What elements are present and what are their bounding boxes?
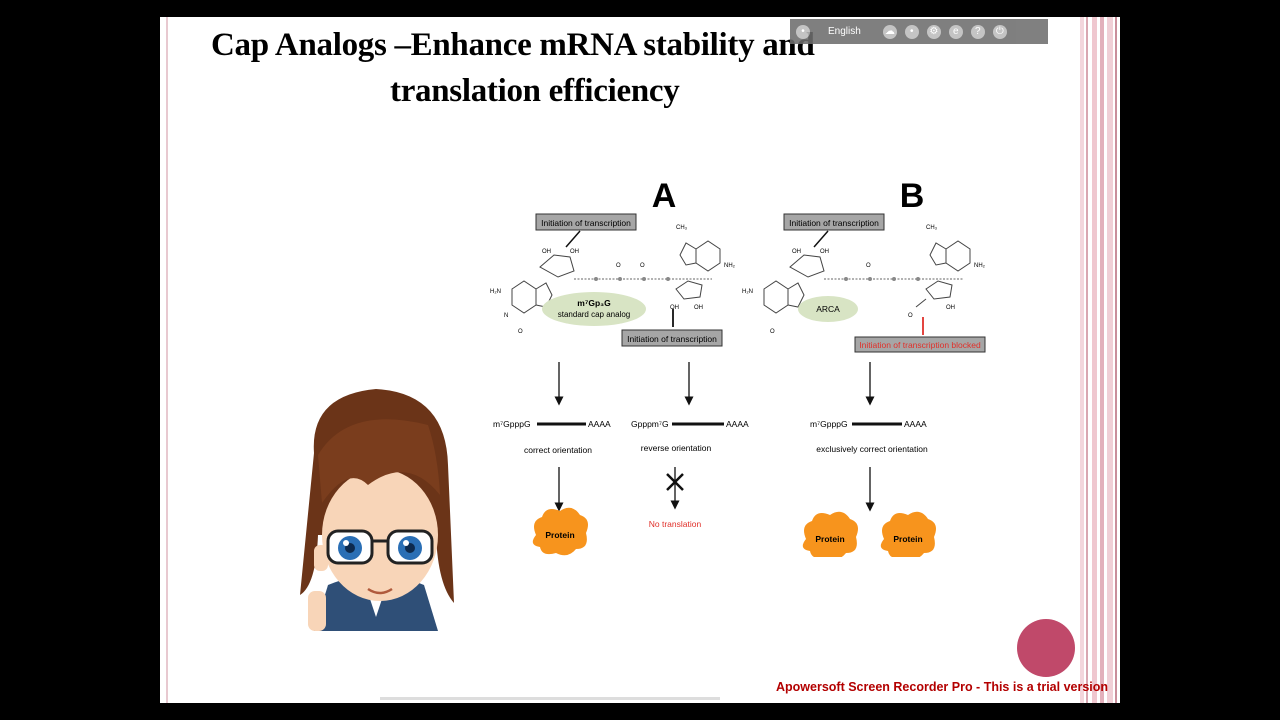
- panel-b-phosphate-o: O: [866, 263, 871, 269]
- panel-b-o-methyl-label: O: [908, 313, 913, 319]
- panel-a-analog-desc: standard cap analog: [558, 310, 631, 319]
- panel-b-tail: AAAA: [904, 419, 927, 429]
- panel-a-phosphate-o: O: [616, 263, 621, 269]
- svg-text:Initiation of transcription: Initiation of transcription: [627, 334, 717, 344]
- panel-b-letter: B: [900, 177, 925, 215]
- browser-icon[interactable]: e: [948, 24, 963, 39]
- panel-b-box-blocked: Initiation of transcription blocked: [854, 336, 986, 353]
- svg-text:Protein: Protein: [545, 530, 574, 540]
- slide-right-border: [1080, 17, 1120, 703]
- svg-text:Initiation of transcription: Initiation of transcription: [541, 218, 631, 228]
- panel-b-oh-left: OH: [792, 249, 801, 255]
- help-icon[interactable]: ?: [970, 24, 985, 39]
- cloud-icon[interactable]: ☁: [882, 24, 897, 39]
- panel-a-o-label: O: [518, 329, 523, 335]
- cartoon-presenter-avatar: [300, 389, 454, 631]
- panel-a-analog-ellipse: [542, 292, 646, 326]
- panel-a-h2n-label: H₂N: [490, 289, 501, 295]
- panel-a-correct-tail: AAAA: [588, 419, 611, 429]
- panel-b-protein-1: Protein: [802, 511, 858, 557]
- panel-b-mrna-label: m⁷GpppG: [810, 419, 848, 429]
- panel-a-oh-right: OH: [670, 305, 679, 311]
- panel-b-oh-left-2: OH: [820, 249, 829, 255]
- panel-a-letter: A: [652, 177, 677, 215]
- panel-a-nh2-label: NH₂: [724, 263, 736, 269]
- panel-b-nh2-label: NH₂: [974, 263, 986, 269]
- panel-a-phosphate-o-2: O: [640, 263, 645, 269]
- bottom-strip: [380, 697, 720, 700]
- svg-text:Protein: Protein: [815, 534, 844, 544]
- svg-text:Initiation of transcription bl: Initiation of transcription blocked: [859, 340, 981, 350]
- panel-a-correct-orientation: correct orientation: [524, 445, 592, 455]
- panel-b-ch3-label: CH₃: [926, 225, 938, 231]
- panel-a-analog-name: m⁷Gp₃G: [577, 298, 611, 308]
- panel-a-n-label: N: [504, 313, 508, 319]
- panel-b-analog-ellipse: [798, 296, 858, 322]
- panel-a-box-bottom: Initiation of transcription: [621, 329, 723, 347]
- cap-analog-diagram: A B Initiation of transcription H₂N N O …: [490, 177, 986, 557]
- language-selector[interactable]: English: [828, 26, 861, 37]
- panel-b-o-label: O: [770, 329, 775, 335]
- panel-b-orientation: exclusively correct orientation: [816, 444, 928, 454]
- rabbit-icon[interactable]: •: [904, 24, 919, 39]
- slide-left-rule: [166, 17, 168, 703]
- gear-icon[interactable]: ⚙: [926, 24, 941, 39]
- panel-b-protein-2: Protein: [880, 511, 936, 557]
- panel-b-oh-right: OH: [946, 305, 955, 311]
- panel-a-oh-left-2: OH: [570, 249, 579, 255]
- panel-a-oh-left: OH: [542, 249, 551, 255]
- panel-a-reverse-orientation: reverse orientation: [641, 443, 712, 453]
- red-circle-decoration: [1017, 619, 1075, 677]
- power-icon[interactable]: ⏻: [992, 24, 1007, 39]
- panel-a-no-translation: No translation: [649, 519, 702, 529]
- trial-watermark: Apowersoft Screen Recorder Pro - This is…: [776, 680, 1109, 694]
- recorder-toolbar: • English ☁ • ⚙ e ? ⏻: [790, 19, 1048, 44]
- panel-b-box-top: Initiation of transcription: [783, 213, 885, 231]
- slide-title-line-2: translation efficiency: [390, 73, 680, 109]
- panel-a-ch3-label: CH₃: [676, 225, 688, 231]
- slide: Cap Analogs –Enhance mRNA stability and …: [160, 17, 1120, 703]
- panel-a-reverse-tail: AAAA: [726, 419, 749, 429]
- panel-a-oh-right-2: OH: [694, 305, 703, 311]
- panel-b-analog-name: ARCA: [816, 304, 840, 314]
- svg-text:Initiation of transcription: Initiation of transcription: [789, 218, 879, 228]
- panel-b-h2n-label: H₂N: [742, 289, 753, 295]
- panel-a-reverse-mrna-label: Gpppm⁷G: [631, 419, 669, 429]
- lock-icon[interactable]: •: [796, 24, 810, 39]
- slide-title-line-1: Cap Analogs –Enhance mRNA stability and: [211, 27, 815, 63]
- panel-a-box-top: Initiation of transcription: [535, 213, 637, 231]
- svg-text:Protein: Protein: [893, 534, 922, 544]
- panel-a-protein: Protein: [532, 507, 588, 556]
- panel-a-correct-mrna-label: m⁷GpppG: [493, 419, 531, 429]
